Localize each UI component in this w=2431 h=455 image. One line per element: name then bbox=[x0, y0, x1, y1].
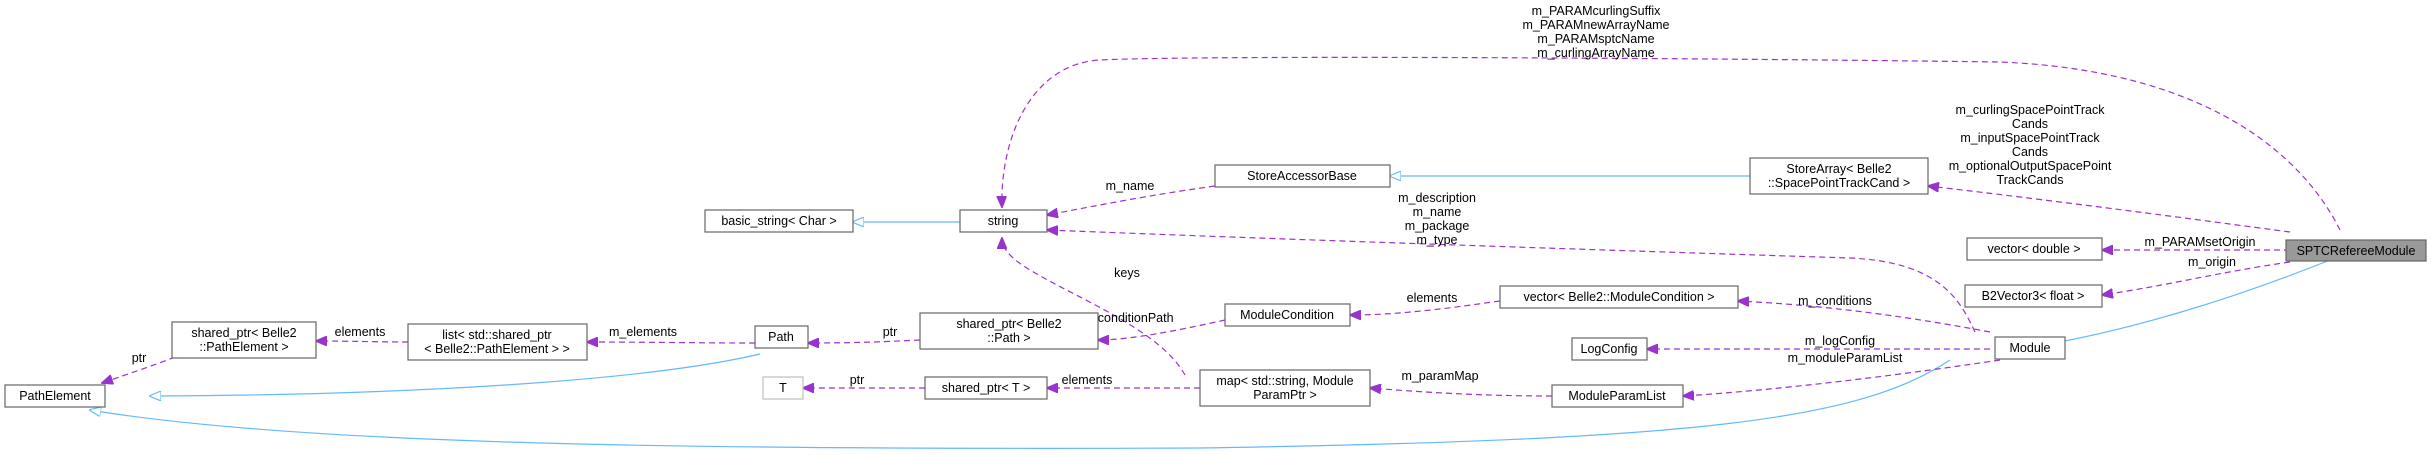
label-ptr-t: ptr bbox=[850, 373, 865, 387]
svg-text:B2Vector3< float >: B2Vector3< float > bbox=[1982, 289, 2085, 303]
svg-text:m_curlingArrayName: m_curlingArrayName bbox=[1537, 46, 1654, 60]
label-ptr-pe: ptr bbox=[132, 351, 147, 365]
node-b2vector3-float[interactable]: B2Vector3< float > bbox=[1964, 284, 2103, 308]
svg-text:< Belle2::PathElement > >: < Belle2::PathElement > > bbox=[424, 342, 570, 356]
label-elements-map: elements bbox=[1062, 373, 1113, 387]
edge-shared-ptr-path-path bbox=[808, 340, 921, 343]
label-param-map: m_paramMap bbox=[1401, 369, 1478, 383]
edge-moduleparamlist-map bbox=[1370, 388, 1553, 397]
svg-text:m_type: m_type bbox=[1417, 233, 1458, 247]
node-map-module-param[interactable]: map< std::string, Module ParamPtr > bbox=[1199, 369, 1371, 407]
edge-module-string bbox=[1047, 230, 1976, 333]
node-t[interactable]: T bbox=[762, 376, 804, 400]
svg-text:m_PARAMsptcName: m_PARAMsptcName bbox=[1537, 32, 1654, 46]
edge-sptc-storearray bbox=[1928, 186, 2291, 233]
svg-text:TrackCands: TrackCands bbox=[1997, 173, 2064, 187]
svg-text:::Path >: ::Path > bbox=[987, 331, 1030, 345]
svg-text:StoreArray< Belle2: StoreArray< Belle2 bbox=[1786, 162, 1891, 176]
label-keys: keys bbox=[1114, 266, 1140, 280]
edge-list-shared-ptr-pe bbox=[316, 341, 409, 342]
svg-text:m_inputSpacePointTrack: m_inputSpacePointTrack bbox=[1960, 131, 2100, 145]
svg-text:m_optionalOutputSpacePoint: m_optionalOutputSpacePoint bbox=[1949, 159, 2112, 173]
svg-text:Cands: Cands bbox=[2012, 117, 2048, 131]
label-module-strings: m_description m_name m_package m_type bbox=[1398, 191, 1476, 247]
svg-text:vector< Belle2::ModuleConditio: vector< Belle2::ModuleCondition > bbox=[1523, 290, 1714, 304]
edge-vector-modcond-modulecondition bbox=[1350, 300, 1501, 315]
svg-text:m_package: m_package bbox=[1405, 219, 1470, 233]
label-origin: m_origin bbox=[2188, 255, 2236, 269]
edge-module-moduleparamlist bbox=[1683, 359, 2001, 396]
node-storearray-sptc[interactable]: StoreArray< Belle2 ::SpacePointTrackCand… bbox=[1749, 157, 1929, 195]
svg-text:::PathElement >: ::PathElement > bbox=[199, 340, 288, 354]
edge-module-vector-modcond bbox=[1738, 301, 1991, 333]
edge-map-string bbox=[1002, 238, 1186, 376]
svg-text:shared_ptr< Belle2: shared_ptr< Belle2 bbox=[956, 317, 1061, 331]
svg-text:ModuleParamList: ModuleParamList bbox=[1568, 389, 1666, 403]
edge-module-to-pathelement bbox=[90, 359, 1951, 449]
svg-text:StoreAccessorBase: StoreAccessorBase bbox=[1247, 169, 1357, 183]
svg-text:PathElement: PathElement bbox=[19, 389, 91, 403]
edge-path-list bbox=[587, 342, 756, 343]
edge-storeaccessorbase-string bbox=[1047, 185, 1216, 215]
svg-text:Module: Module bbox=[2010, 341, 2051, 355]
svg-text:Cands: Cands bbox=[2012, 145, 2048, 159]
svg-text:ModuleCondition: ModuleCondition bbox=[1240, 308, 1334, 322]
edge-path-to-pathelement bbox=[150, 353, 761, 396]
svg-text:SPTCRefereeModule: SPTCRefereeModule bbox=[2297, 244, 2416, 258]
edge-sptc-b2vector3 bbox=[2102, 261, 2291, 295]
node-module-condition[interactable]: ModuleCondition bbox=[1224, 303, 1351, 327]
edge-sptc-string-top bbox=[1002, 56, 2341, 231]
node-module[interactable]: Module bbox=[1994, 336, 2066, 360]
node-shared-ptr-path[interactable]: shared_ptr< Belle2 ::Path > bbox=[919, 312, 1099, 350]
svg-text:LogConfig: LogConfig bbox=[1581, 342, 1638, 356]
label-string-top: m_PARAMcurlingSuffix m_PARAMnewArrayName… bbox=[1522, 4, 1669, 60]
node-list-pathelement[interactable]: list< std::shared_ptr < Belle2::PathElem… bbox=[407, 323, 588, 361]
svg-text:basic_string< Char >: basic_string< Char > bbox=[721, 214, 836, 228]
svg-text:map< std::string, Module: map< std::string, Module bbox=[1216, 374, 1353, 388]
label-elements-cond: elements bbox=[1407, 291, 1458, 305]
node-pathelement[interactable]: PathElement bbox=[4, 384, 106, 408]
svg-text:m_name: m_name bbox=[1413, 205, 1462, 219]
svg-text:ParamPtr >: ParamPtr > bbox=[1253, 388, 1317, 402]
svg-text:T: T bbox=[779, 381, 787, 395]
node-vector-module-condition[interactable]: vector< Belle2::ModuleCondition > bbox=[1499, 285, 1739, 309]
label-ptr-path: ptr bbox=[883, 325, 898, 339]
svg-text:m_PARAMnewArrayName: m_PARAMnewArrayName bbox=[1522, 18, 1669, 32]
node-path[interactable]: Path bbox=[754, 325, 809, 349]
edge-modulecondition-shared-ptr-path bbox=[1098, 319, 1226, 340]
node-string[interactable]: string bbox=[959, 209, 1048, 233]
label-conditions: m_conditions bbox=[1798, 294, 1872, 308]
label-condition-path: m_conditionPath bbox=[1080, 311, 1173, 325]
label-module-param-list: m_moduleParamList bbox=[1788, 351, 1903, 365]
node-module-param-list[interactable]: ModuleParamList bbox=[1551, 384, 1684, 408]
svg-text:::SpacePointTrackCand >: ::SpacePointTrackCand > bbox=[1768, 176, 1910, 190]
svg-text:m_description: m_description bbox=[1398, 191, 1476, 205]
node-shared-ptr-t[interactable]: shared_ptr< T > bbox=[924, 376, 1048, 400]
svg-text:shared_ptr< T >: shared_ptr< T > bbox=[942, 381, 1031, 395]
label-m-elements: m_elements bbox=[609, 325, 677, 339]
node-basic-string[interactable]: basic_string< Char > bbox=[704, 209, 854, 233]
svg-text:string: string bbox=[988, 214, 1019, 228]
svg-text:m_PARAMcurlingSuffix: m_PARAMcurlingSuffix bbox=[1532, 4, 1661, 18]
svg-text:m_curlingSpacePointTrack: m_curlingSpacePointTrack bbox=[1956, 103, 2106, 117]
label-storearray-members: m_curlingSpacePointTrack Cands m_inputSp… bbox=[1949, 103, 2112, 187]
edge-shared-ptr-pe-pathelement bbox=[102, 356, 176, 383]
svg-text:Path: Path bbox=[768, 330, 794, 344]
label-elements-list: elements bbox=[335, 325, 386, 339]
label-param-set-origin: m_PARAMsetOrigin bbox=[2145, 235, 2256, 249]
node-vector-double[interactable]: vector< double > bbox=[1966, 237, 2103, 261]
edge-module-to-sptc bbox=[2043, 259, 2331, 345]
svg-text:vector< double >: vector< double > bbox=[1987, 242, 2080, 256]
label-log-config: m_logConfig bbox=[1805, 334, 1875, 348]
svg-text:shared_ptr< Belle2: shared_ptr< Belle2 bbox=[191, 326, 296, 340]
node-store-accessor-base[interactable]: StoreAccessorBase bbox=[1214, 164, 1391, 188]
node-sptc-referee-module[interactable]: SPTCRefereeModule bbox=[2285, 239, 2427, 262]
node-shared-ptr-pathelement[interactable]: shared_ptr< Belle2 ::PathElement > bbox=[171, 321, 317, 359]
label-name: m_name bbox=[1106, 179, 1155, 193]
svg-text:list< std::shared_ptr: list< std::shared_ptr bbox=[442, 328, 551, 342]
node-log-config[interactable]: LogConfig bbox=[1571, 337, 1648, 361]
